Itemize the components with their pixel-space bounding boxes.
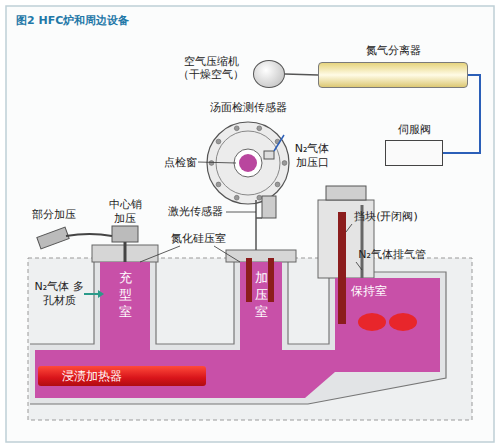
sensor-disk-shape	[205, 120, 291, 206]
node-text: 浸渍加热器	[62, 369, 122, 383]
nitrogen-inlet-arrow	[84, 293, 98, 295]
leader-line	[226, 212, 256, 213]
bolt	[216, 139, 221, 144]
disk-outline	[207, 122, 289, 204]
bolt	[234, 126, 239, 131]
part-label: 氮化硅压室	[166, 232, 230, 246]
laser-sensor-bracket	[256, 200, 262, 250]
nitrogen-inlet-arrowhead	[98, 290, 104, 298]
node-text: 充型室	[117, 270, 133, 321]
pipe-connector	[285, 74, 318, 75]
node-text: 伺服阀	[386, 123, 442, 136]
immersion-heater: 浸渍加热器	[38, 366, 206, 386]
part-label: 挡块(开闭阀)	[346, 210, 426, 224]
laser-sensor-body	[262, 196, 276, 218]
part-label: N₂气体 多孔材质	[32, 280, 86, 308]
nitride-sleeve-cap	[92, 245, 158, 262]
part-label: 中心销 加压	[104, 198, 146, 226]
bolt	[257, 126, 262, 131]
pressurizing-chamber: 加压室	[240, 262, 282, 342]
tower-top-cap	[326, 186, 366, 200]
melt-surface	[239, 154, 257, 172]
sensor-rod	[246, 258, 252, 302]
part-label: N₂气体 加压口	[290, 142, 334, 170]
part-label: 点检窗	[160, 156, 200, 170]
holding-chamber: 保持室	[335, 278, 440, 372]
melt-level-sensor: 汤面检测传感器	[205, 120, 291, 206]
node-text: 空气压缩机 （干燥空气）	[174, 55, 248, 81]
part-label: N₂气体排气管	[350, 248, 434, 262]
pipe-connector	[443, 75, 480, 153]
refractory-lining	[30, 256, 446, 404]
node-text: 加压室	[253, 270, 269, 321]
molten-metal-channel	[35, 350, 335, 398]
nitrogen-separator: 氮气分离器	[318, 62, 468, 88]
bolt	[216, 182, 221, 187]
node-text: 汤面检测传感器	[193, 101, 303, 114]
center-pin	[124, 242, 127, 262]
stopper-rod	[338, 212, 346, 324]
bolt	[282, 161, 287, 166]
holding-heater	[358, 313, 386, 331]
partial-press-rod	[66, 234, 112, 236]
filling-chamber: 充型室	[100, 262, 150, 334]
bolt	[257, 195, 262, 200]
center-pin-cylinder	[112, 226, 138, 242]
nitrogen-port	[264, 151, 274, 159]
partial-press-cylinder	[37, 227, 69, 249]
nitride-sleeve-cap	[226, 250, 296, 262]
inspection-window	[234, 149, 262, 177]
holding-heater	[389, 313, 417, 331]
figure-frame	[6, 6, 494, 442]
sensor-rod	[268, 258, 274, 302]
disk-ring	[216, 131, 280, 195]
leader-line	[214, 246, 240, 262]
figure-title: 图2 HFC炉和周边设备	[16, 14, 129, 28]
leader-line	[356, 262, 362, 270]
node-text: 保持室	[351, 284, 387, 298]
bolt	[209, 161, 214, 166]
part-label: 激光传感器	[164, 205, 226, 219]
leader-line	[140, 246, 180, 262]
bolt	[275, 182, 280, 187]
servo-valve: 伺服阀	[385, 140, 443, 166]
part-label: 部分加压	[26, 208, 82, 222]
molten-metal-link	[240, 340, 282, 354]
port-pointer	[274, 135, 284, 151]
leader-line	[198, 162, 236, 163]
node-text: 氮气分离器	[319, 44, 467, 57]
bolt	[234, 195, 239, 200]
air-compressor: 空气压缩机 （干燥空气）	[253, 60, 285, 88]
leader-line	[346, 224, 352, 232]
